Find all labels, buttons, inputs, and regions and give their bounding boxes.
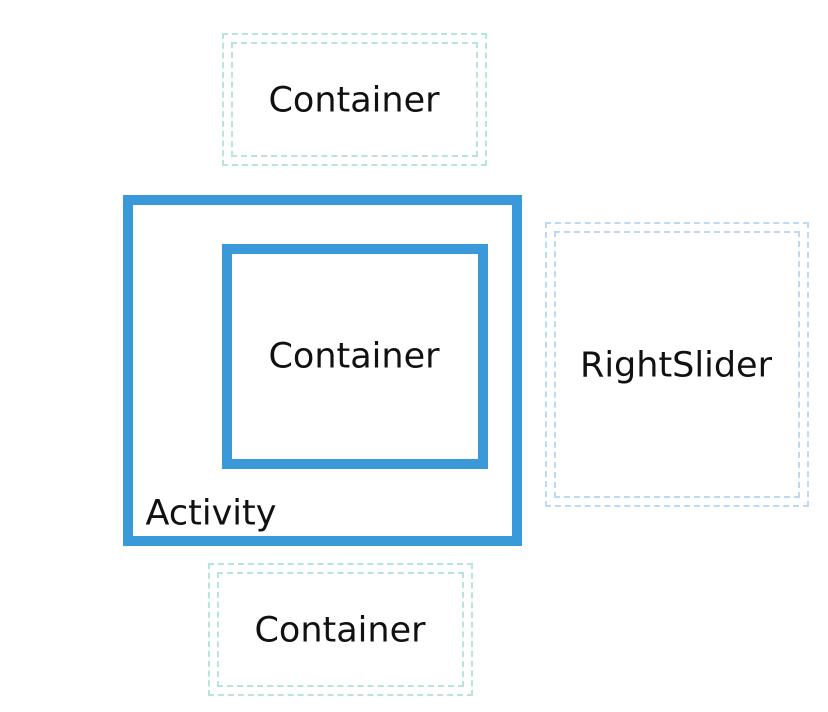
top-container-outer-frame: [222, 33, 487, 166]
right-slider-label: RightSlider: [580, 345, 772, 386]
top-container-inner-frame: [231, 42, 478, 157]
activity-label: Activity: [145, 493, 277, 534]
bottom-container-inner-frame: [217, 572, 464, 687]
activity-frame: [123, 195, 522, 546]
top-container-label: Container: [268, 80, 440, 121]
bottom-container-label: Container: [254, 610, 426, 651]
right-slider-outer-frame: [545, 222, 809, 507]
bottom-container-outer-frame: [208, 563, 473, 696]
center-container-frame: [222, 244, 488, 469]
right-slider-inner-frame: [554, 231, 800, 498]
center-container-label: Container: [268, 336, 440, 377]
